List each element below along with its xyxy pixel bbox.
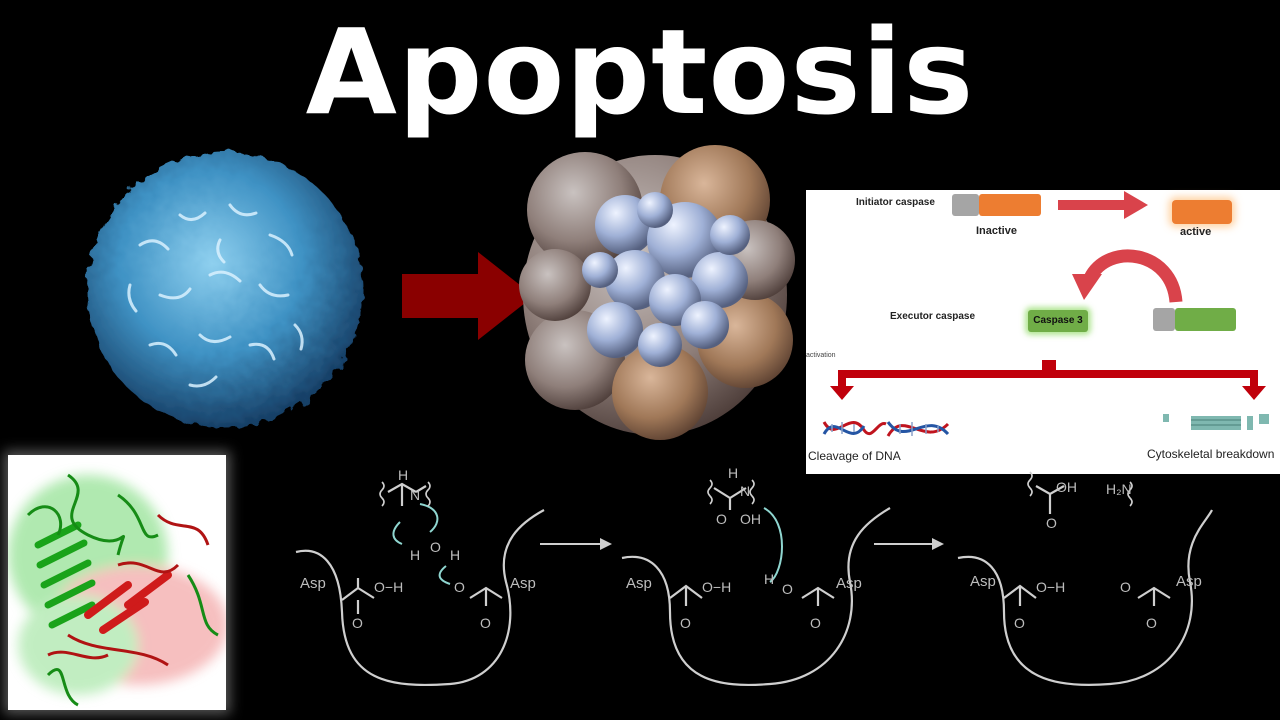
h-label-2: H xyxy=(764,571,774,587)
active-site-pocket-2 xyxy=(621,507,891,687)
acid-o-label-3b: O xyxy=(1146,615,1157,631)
acid-o-label-1: O xyxy=(352,615,363,631)
reaction-arrow-icon xyxy=(540,538,612,550)
protein-structure-panel xyxy=(8,455,228,710)
healthy-cell-image xyxy=(87,152,363,428)
nh-h-label-2: H xyxy=(728,465,738,481)
caspase-protein-structure-image xyxy=(8,473,228,707)
executor-prodomain xyxy=(1153,308,1175,331)
page-title: Apoptosis xyxy=(305,3,975,141)
acid-o-label-2b: O xyxy=(810,615,821,631)
cytoskeletal-breakdown-label: Cytoskeletal breakdown xyxy=(1147,447,1275,461)
acid-o-label-1b: O xyxy=(480,615,491,631)
executor-caspase-label: Executor caspase xyxy=(890,311,976,322)
apoptotic-cell-image xyxy=(519,145,795,440)
executor-domain xyxy=(1175,308,1236,331)
carboxylate-o-label-2: O xyxy=(782,581,793,597)
asp-right-1: Asp xyxy=(510,575,536,592)
initiator-domain xyxy=(979,194,1041,216)
dna-icon xyxy=(822,421,950,437)
active-label: active xyxy=(1180,226,1212,238)
acid-left-label-2: O−H xyxy=(702,579,731,595)
asp-left-3: Asp xyxy=(970,573,996,590)
asp-left-1: Asp xyxy=(300,575,326,592)
branch-arrow-icon xyxy=(830,360,1266,400)
oh-label-3: OH xyxy=(1056,479,1077,495)
h2n-label: H₂N xyxy=(1106,481,1132,497)
active-site-pocket-1 xyxy=(295,509,545,687)
nh-n-label-2: N xyxy=(740,483,750,499)
caspase-3-label: Caspase 3 xyxy=(1033,315,1083,326)
acid-left-label-1: O−H xyxy=(374,579,403,595)
dna-cleavage-label: Cleavage of DNA xyxy=(808,449,901,463)
nh-n-label-1: N xyxy=(410,487,420,503)
inactive-label: Inactive xyxy=(976,225,1017,237)
active-site-pocket-3 xyxy=(957,509,1213,687)
oxyanion-label: O xyxy=(716,511,727,527)
nh-h-label-1: H xyxy=(398,467,408,483)
active-initiator-caspase xyxy=(1172,200,1232,224)
water-h1-label: H xyxy=(410,547,420,563)
acid-o-label-3-top: O xyxy=(1046,515,1057,531)
progression-arrow-icon xyxy=(402,252,534,340)
oh-label-2: OH xyxy=(740,511,761,527)
asp-right-2: Asp xyxy=(836,575,862,592)
caspase-3-box: Caspase 3 xyxy=(1028,310,1088,332)
water-h2-label: H xyxy=(450,547,460,563)
acid-o-label-2: O xyxy=(680,615,691,631)
curved-arrow-icon xyxy=(1072,249,1183,303)
initiator-caspase-label: Initiator caspase xyxy=(856,197,935,208)
acid-o-label-3: O xyxy=(1014,615,1025,631)
carboxylate-o-label-3: O xyxy=(1120,579,1131,595)
caspase-cascade-panel: Initiator caspase Inactive active Execut… xyxy=(806,190,1280,474)
asp-left-2: Asp xyxy=(626,575,652,592)
acid-left-label-3: O−H xyxy=(1036,579,1065,595)
cytoskeleton-icon xyxy=(1163,414,1269,430)
carboxylate-o-label-1: O xyxy=(454,579,465,595)
reaction-mechanism-diagram: Asp Asp Asp Asp Asp Asp H N H N H O H O−… xyxy=(295,465,1213,687)
initiator-prodomain xyxy=(952,194,979,216)
water-o-label: O xyxy=(430,539,441,555)
asp-right-3: Asp xyxy=(1176,573,1202,590)
activation-small-label: activation xyxy=(806,352,836,359)
activation-arrow-icon xyxy=(1058,191,1148,219)
reaction-arrow-icon-2 xyxy=(874,538,944,550)
